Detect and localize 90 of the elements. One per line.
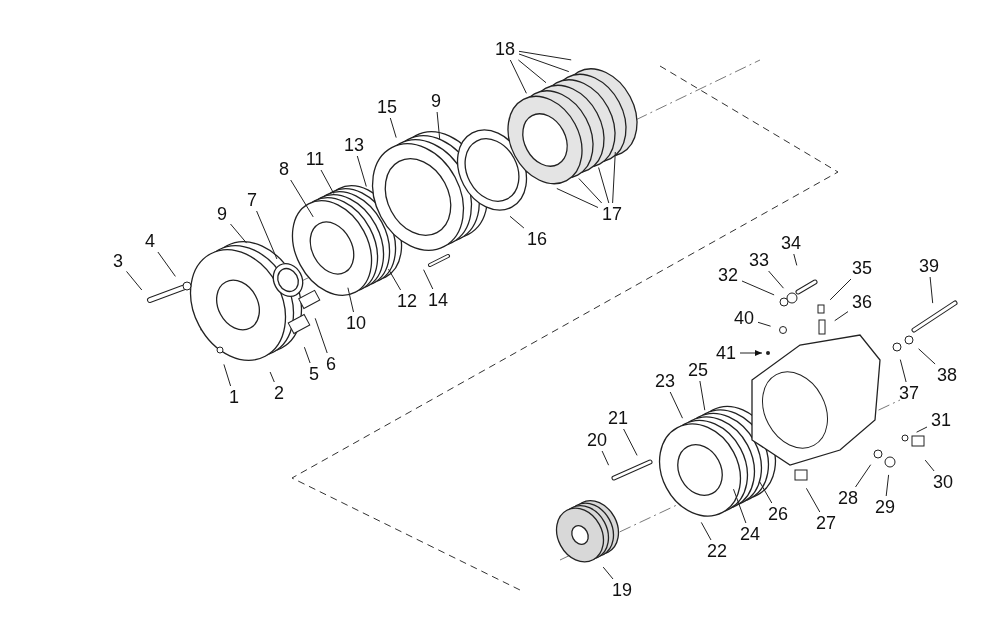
callout-number: 10: [346, 313, 366, 333]
callout-number: 25: [688, 360, 708, 380]
leader-line: [256, 210, 278, 260]
leader-line: [757, 321, 772, 327]
callout-number: 26: [768, 504, 788, 524]
leader-line: [509, 59, 527, 94]
callout-number: 19: [612, 580, 632, 600]
callout-number: 37: [899, 383, 919, 403]
callout-number: 35: [852, 258, 872, 278]
callout-number: 5: [309, 364, 319, 384]
callout-number: 29: [875, 497, 895, 517]
callout-number: 33: [749, 250, 769, 270]
callout-number: 17: [602, 204, 622, 224]
leader-line: [916, 426, 928, 433]
callout-number: 38: [937, 365, 957, 385]
leader-line: [126, 270, 143, 291]
leader-line: [918, 348, 936, 365]
leader-line: [602, 566, 614, 580]
leader-line: [669, 391, 683, 419]
leader-line: [303, 346, 311, 364]
leader-line: [739, 350, 763, 356]
leader-line: [623, 428, 638, 456]
callout-number: 23: [655, 371, 675, 391]
callout-number: 9: [217, 204, 227, 224]
leader-line: [700, 521, 712, 541]
callout-number: 39: [919, 256, 939, 276]
leader-line: [929, 276, 934, 304]
callout-number: 2: [274, 383, 284, 403]
callout-number: 9: [431, 91, 441, 111]
callout-number: 21: [608, 408, 628, 428]
callout-number: 18: [495, 39, 515, 59]
leader-line: [157, 251, 176, 277]
callout-number: 11: [305, 149, 325, 169]
leader-line: [768, 270, 784, 289]
callout-number: 40: [734, 308, 754, 328]
leader-line: [356, 155, 367, 187]
leader-line: [436, 111, 441, 140]
leader-line: [423, 269, 434, 290]
callout-number: 36: [852, 292, 872, 312]
leader-line: [601, 450, 610, 466]
leader-line: [320, 169, 335, 195]
leader-line: [924, 459, 935, 472]
leader-line: [578, 178, 603, 204]
leader-line: [223, 363, 232, 387]
leader-line: [758, 480, 773, 504]
leader-line: [885, 474, 890, 497]
leader-line: [805, 487, 821, 513]
leader-line: [793, 253, 798, 266]
callout-number: 22: [707, 541, 727, 561]
callout-number: 16: [527, 229, 547, 249]
callout-number: 15: [377, 97, 397, 117]
leader-line: [517, 59, 547, 84]
leader-line: [314, 317, 328, 354]
callout-number: 6: [326, 354, 336, 374]
leader-line: [699, 380, 706, 411]
leader-line: [518, 53, 570, 73]
leader-line: [855, 464, 872, 488]
callout-number: 14: [428, 290, 448, 310]
leader-line: [230, 223, 248, 244]
callout-number: 4: [145, 231, 155, 251]
leader-line: [741, 280, 775, 296]
leader-line: [347, 287, 354, 313]
leader-line: [556, 188, 599, 208]
callout-number: 28: [838, 488, 858, 508]
leader-line: [389, 117, 397, 139]
callout-number: 8: [279, 159, 289, 179]
callout-number: 7: [247, 190, 257, 210]
callout-number: 13: [344, 135, 364, 155]
callout-number: 30: [933, 472, 953, 492]
leader-line: [388, 268, 402, 291]
leader-line: [290, 179, 314, 218]
callout-number: 20: [587, 430, 607, 450]
callout-number: 34: [781, 233, 801, 253]
callout-number: 41: [716, 343, 736, 363]
leader-line: [518, 50, 572, 61]
leader-line: [269, 371, 275, 383]
callout-number: 24: [740, 524, 760, 544]
callout-number: 1: [229, 387, 239, 407]
leader-line: [834, 311, 849, 322]
callout-number: 32: [718, 265, 738, 285]
leader-line: [899, 359, 907, 383]
leader-line: [598, 167, 610, 204]
leader-line: [733, 488, 747, 524]
callout-number: 3: [113, 251, 123, 271]
leader-line: [829, 278, 852, 301]
leader-line: [612, 151, 616, 204]
callout-number: 12: [397, 291, 417, 311]
callout-number: 27: [816, 513, 836, 533]
callout-number: 31: [931, 410, 951, 430]
leader-line: [509, 215, 525, 229]
